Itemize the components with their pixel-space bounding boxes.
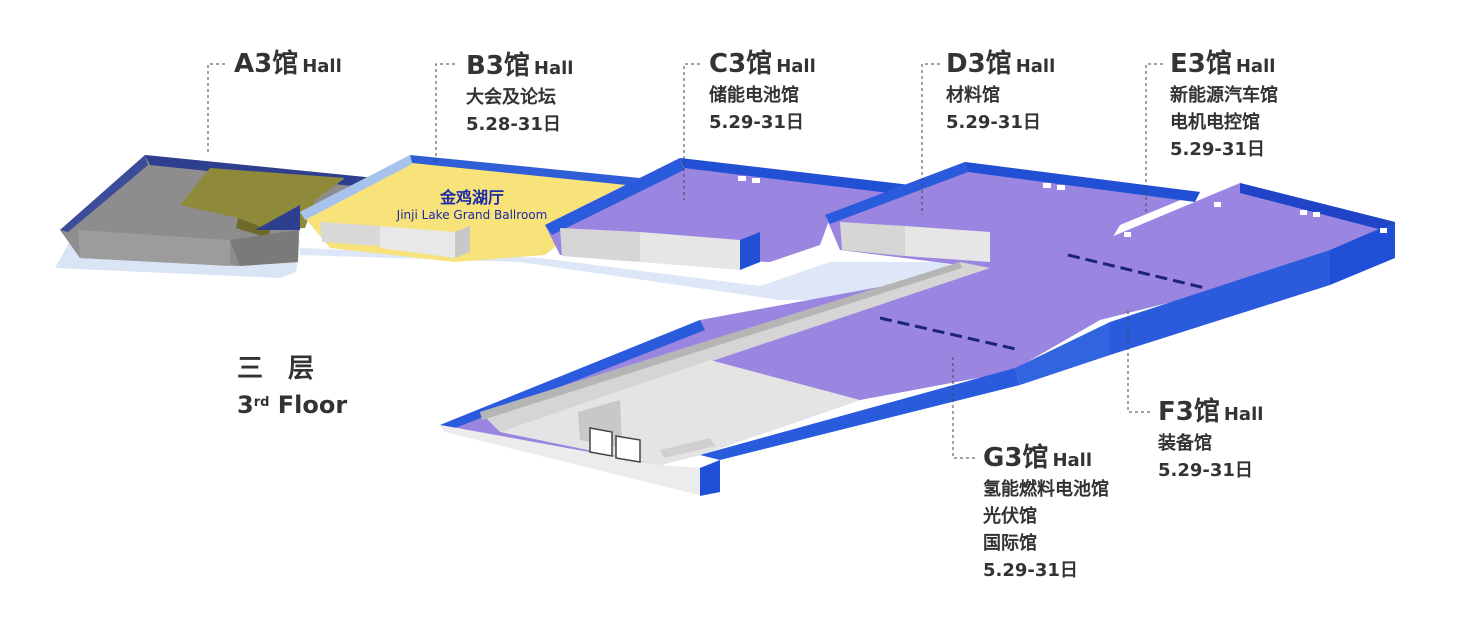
hall-line: 国际馆 xyxy=(983,533,1037,554)
hall-line: 氢能燃料电池馆 xyxy=(983,479,1109,500)
leader-lines xyxy=(207,63,1163,459)
hall-word: Hall xyxy=(1015,56,1056,77)
floor-name-cn: 三 层 xyxy=(237,354,323,384)
hall-name: B3馆 xyxy=(466,51,530,81)
hall-line: 装备馆 xyxy=(1158,433,1212,454)
hall-name: D3馆 xyxy=(946,49,1012,79)
hall-c3-block xyxy=(545,158,910,270)
hall-word: Hall xyxy=(1223,404,1264,425)
hall-line: 5.29-31日 xyxy=(709,112,804,133)
hall-word: Hall xyxy=(776,56,816,77)
hall-line: 储能电池馆 xyxy=(709,85,799,106)
floor-name-en: 3rd Floor xyxy=(237,386,347,424)
hall-line: 光伏馆 xyxy=(983,506,1037,527)
floor-shadow xyxy=(300,248,1000,300)
floor-word: Floor xyxy=(269,391,348,419)
hall-word: Hall xyxy=(302,56,342,77)
hall-line: 5.29-31日 xyxy=(983,560,1078,581)
ballroom-name-cn: 金鸡湖厅 xyxy=(439,188,504,207)
ballroom-label[interactable]: 金鸡湖厅 Jinji Lake Grand Ballroom xyxy=(382,188,562,222)
hall-line: 5.29-31日 xyxy=(1170,139,1265,160)
floor-label: 三 层 3rd Floor xyxy=(237,352,347,424)
hall-name: C3馆 xyxy=(709,49,773,79)
hall-word: Hall xyxy=(1052,450,1092,471)
ballroom-name-en: Jinji Lake Grand Ballroom xyxy=(396,208,548,222)
hall-line: 电机电控馆 xyxy=(1170,112,1260,133)
floor-number: 3 xyxy=(237,391,254,419)
floor-ordinal: rd xyxy=(253,395,270,410)
hall-name: A3馆 xyxy=(234,49,299,79)
hall-name: E3馆 xyxy=(1170,49,1232,79)
hall-line: 大会及论坛 xyxy=(466,87,556,108)
hall-name: F3馆 xyxy=(1158,397,1220,427)
hall-a3-block xyxy=(60,155,375,266)
hall-name: G3馆 xyxy=(983,443,1049,473)
hall-efg-block xyxy=(440,183,1395,496)
hall-line: 5.29-31日 xyxy=(1158,460,1253,481)
hall-line: 5.29-31日 xyxy=(946,112,1041,133)
hall-line: 材料馆 xyxy=(946,85,1000,106)
hall-line: 新能源汽车馆 xyxy=(1170,85,1278,106)
hall-word: Hall xyxy=(1235,56,1276,77)
hall-line: 5.28-31日 xyxy=(466,114,561,135)
hall-word: Hall xyxy=(533,58,574,79)
